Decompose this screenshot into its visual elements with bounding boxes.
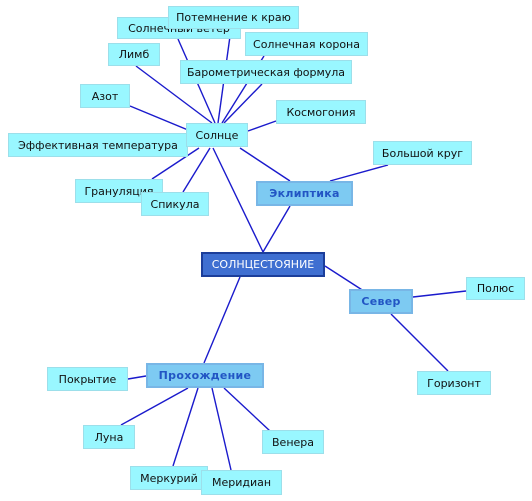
node-moon[interactable]: Луна [83,425,135,449]
node-cosmogony[interactable]: Космогония [276,100,366,124]
node-limb-darkening[interactable]: Потемнение к краю [168,6,299,29]
edge-passage-mercury [172,387,199,467]
edge-sun-barometric [223,83,263,124]
node-passage[interactable]: Прохождение [146,363,264,388]
edge-sun-cosmogony [247,120,277,132]
node-nitrogen[interactable]: Азот [80,84,130,108]
node-pole[interactable]: Полюс [466,277,525,300]
node-meridian[interactable]: Меридиан [201,470,282,495]
edge-root-passage [203,276,241,364]
edge-passage-moon [120,387,189,426]
edge-sun-spicule [182,147,211,193]
node-solar-corona[interactable]: Солнечная корона [245,32,368,56]
node-great-circle[interactable]: Большой круг [373,141,472,165]
edge-passage-venus [223,387,271,432]
node-north[interactable]: Север [349,289,413,314]
edge-root-sun [212,147,264,253]
edge-passage-covering [127,375,147,380]
edge-passage-meridian [211,387,232,471]
node-covering[interactable]: Покрытие [47,367,128,391]
edge-sun-limb [135,65,213,124]
edge-sun-nitrogen [129,105,189,131]
edge-sun-granulation [151,147,200,180]
node-limb[interactable]: Лимб [108,43,160,66]
edge-sun-ecliptic [239,147,291,182]
node-sun[interactable]: Солнце [186,123,248,147]
node-effective-temperature[interactable]: Эффективная температура [8,133,188,157]
node-venus[interactable]: Венера [262,430,324,454]
edge-root-ecliptic [262,205,291,253]
edge-north-pole [412,290,467,298]
node-ecliptic[interactable]: Эклиптика [256,181,353,206]
node-mercury[interactable]: Меркурий [130,466,208,490]
node-barometric-formula[interactable]: Барометрическая формула [180,60,352,84]
node-horizon[interactable]: Горизонт [417,371,491,395]
node-spicule[interactable]: Спикула [141,192,209,216]
node-root-solstice[interactable]: СОЛНЦЕСТОЯНИЕ [201,252,325,277]
edge-north-horizon [390,313,449,372]
edge-ecliptic-great-circle [329,164,389,182]
